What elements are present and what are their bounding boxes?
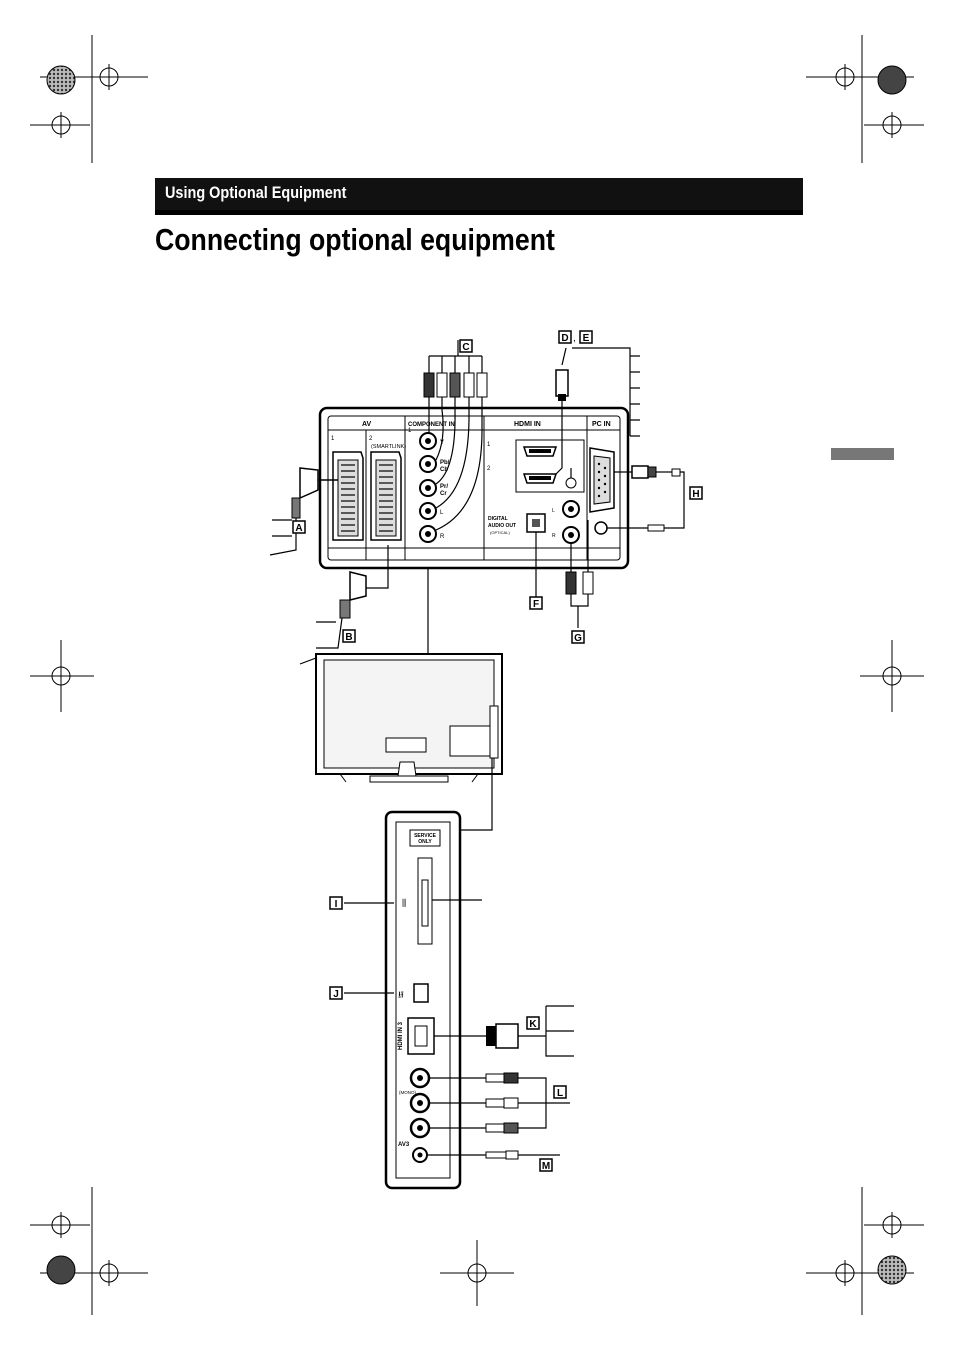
cable-c: [428, 340, 483, 374]
callout-g: G: [571, 630, 585, 644]
callout-a: A: [292, 520, 306, 534]
side-tab-marker: [831, 448, 894, 460]
pb-label: Pb/: [440, 460, 450, 466]
rear-connection-panel: AV 1 2 (SMARTLINK) COMPONENT IN 1 HDMI I…: [318, 406, 630, 570]
audio-r-label: R: [552, 533, 556, 539]
component-label: COMPONENT IN: [408, 422, 455, 428]
cable-k: [434, 1005, 574, 1057]
hdmi-in-label: HDMI IN: [514, 421, 541, 428]
scart-connector-av2: [370, 451, 402, 541]
callout-separator: ,: [573, 333, 576, 344]
hdmi-audio-jack: [565, 477, 577, 489]
callout-i-text: I: [335, 899, 338, 910]
hdmi-port-2: [522, 473, 558, 484]
mono-label: (MONO): [399, 1090, 416, 1095]
section-header-bar: Using Optional Equipment: [155, 178, 803, 215]
callout-e: E: [579, 330, 593, 344]
service-only-line1: SERVICE: [414, 833, 437, 839]
cr-label: Cr: [440, 491, 447, 497]
color-target-icon: [877, 1255, 907, 1285]
cable-d-e: [554, 347, 640, 476]
callout-f-text: F: [533, 599, 539, 610]
color-target-icon: [877, 65, 907, 95]
color-target-icon: [46, 65, 76, 95]
component-plugs: [423, 372, 488, 398]
usb-icon: ⭿: [398, 990, 404, 1000]
hdmi1-label: 1: [487, 442, 491, 448]
color-target-icon: [46, 1255, 76, 1285]
component-r-label: R: [440, 534, 445, 540]
av1-label: 1: [331, 436, 335, 442]
usb-port: [413, 983, 429, 1003]
cb-label: Cb: [440, 467, 448, 473]
section-header-text: Using Optional Equipment: [165, 183, 347, 202]
callout-h-text: H: [692, 489, 699, 500]
pc-vga-port: [589, 447, 615, 513]
callout-c: C: [459, 339, 473, 353]
callout-b: B: [342, 629, 356, 643]
smartlink-label: (SMARTLINK): [371, 444, 406, 450]
audio-out-label: AUDIO OUT: [488, 523, 516, 529]
component-number: 1: [408, 428, 412, 434]
callout-i: I: [329, 896, 343, 910]
hdmi-port-1: [522, 446, 558, 457]
callout-d-text: D: [561, 333, 568, 344]
callout-m-text: M: [542, 1161, 550, 1172]
cable-a: [269, 467, 338, 556]
callout-k-text: K: [529, 1019, 537, 1030]
pc-audio-jack: [594, 521, 608, 535]
page-title: Connecting optional equipment: [155, 222, 555, 257]
callout-l: L: [553, 1085, 567, 1099]
cable-h: [607, 465, 685, 532]
card-slot: [417, 857, 433, 945]
callout-j-text: J: [333, 989, 339, 1000]
hdmi-plug-d: [555, 369, 569, 401]
scart-connector-av1: [332, 451, 364, 541]
cable-g: [565, 520, 594, 628]
callout-g-text: G: [574, 633, 582, 644]
card-slot-icon: ⫼: [402, 898, 406, 908]
audio-l-label: L: [552, 508, 555, 514]
callout-h: H: [689, 486, 703, 500]
av-label: AV: [362, 421, 372, 428]
callout-a-text: A: [295, 523, 302, 534]
callout-k: K: [526, 1016, 540, 1030]
cable-l: [429, 1072, 570, 1134]
callout-e-text: E: [583, 333, 590, 344]
callout-j: J: [329, 986, 343, 1000]
av2-label: 2: [369, 436, 373, 442]
registration-marks: [30, 35, 924, 1315]
cable-m: [427, 1150, 560, 1160]
cable-b: [299, 545, 389, 665]
pr-label: Pr/: [440, 484, 448, 490]
callout-d: D: [558, 330, 572, 344]
service-only-line2: ONLY: [418, 839, 432, 845]
side-connection-panel: SERVICE ONLY ⫼ ⭿ HDMI IN 3 (MONO) AV3: [384, 810, 462, 1190]
optical-label: (OPTICAL): [490, 530, 510, 535]
tv-rear-view: [315, 653, 503, 783]
callout-l-text: L: [557, 1088, 563, 1099]
hdmi-in-3-label: HDMI IN 3: [398, 1021, 404, 1050]
callout-c-text: C: [462, 342, 469, 353]
av3-label: AV3: [398, 1142, 410, 1148]
component-l-label: L: [440, 510, 444, 516]
pc-in-label: PC IN: [592, 421, 611, 428]
callout-f: F: [529, 596, 543, 610]
digital-label: DIGITAL: [488, 516, 508, 522]
hdmi2-label: 2: [487, 466, 491, 472]
callout-b-text: B: [345, 632, 352, 643]
callout-m: M: [539, 1158, 553, 1172]
callout-labels: A B C D , E F G H I J K L M: [292, 330, 703, 1172]
